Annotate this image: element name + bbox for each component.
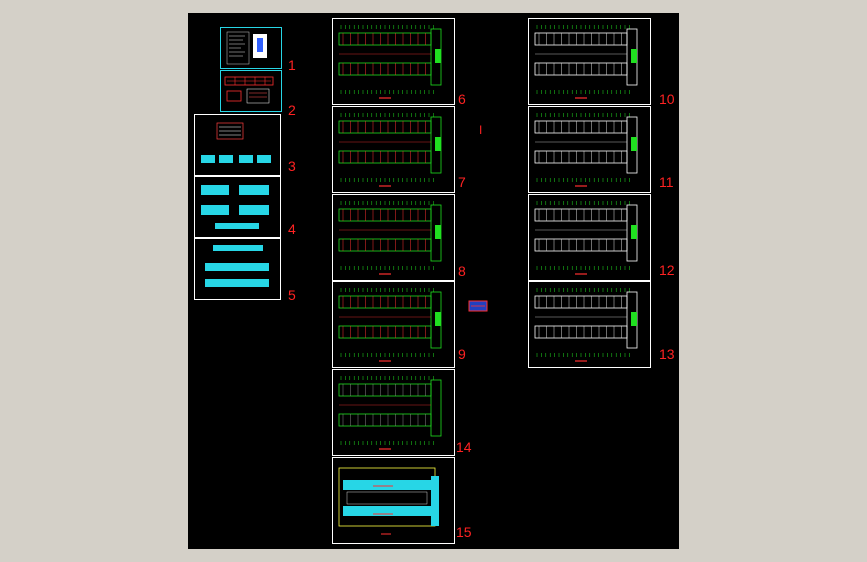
- sheet-5-elevations[interactable]: [194, 238, 281, 300]
- sheet-number-4: 4: [288, 221, 296, 237]
- sheet-number-10: 10: [659, 91, 675, 107]
- sheet-number-3: 3: [288, 158, 296, 174]
- sheet-number-7: 7: [458, 174, 466, 190]
- floor-plan-graphic: [338, 25, 442, 99]
- sheet-6-floor-plan[interactable]: [332, 18, 455, 105]
- floor-plan-graphic: [338, 467, 439, 535]
- sheet-2-notes[interactable]: [220, 70, 282, 112]
- cad-drawing-canvas[interactable]: I 1 2 3 4 5 6 7 8 9 10 11 12 13 14 15: [188, 13, 679, 549]
- sheet-number-13: 13: [659, 346, 675, 362]
- sheet-3-graphic: [201, 122, 271, 163]
- sheet-number-9: 9: [458, 346, 466, 362]
- sheet-number-12: 12: [659, 262, 675, 278]
- sheet-number-5: 5: [288, 287, 296, 303]
- sheet-15-site-plan[interactable]: [332, 457, 455, 544]
- sheet-10-floor-plan[interactable]: [528, 18, 651, 105]
- sheet-9-floor-plan[interactable]: [332, 281, 455, 368]
- floor-plan-graphic: [534, 201, 638, 275]
- center-marker: I: [479, 123, 483, 137]
- sheet-number-11: 11: [659, 174, 674, 190]
- sheet-3-details[interactable]: [194, 114, 281, 176]
- sheet-4-graphic: [201, 185, 269, 229]
- floor-plan-graphic: [338, 288, 442, 362]
- sheet-7-floor-plan[interactable]: [332, 106, 455, 193]
- sheet-number-6: 6: [458, 91, 466, 107]
- floor-plan-graphic: [534, 113, 638, 187]
- sheet-number-15: 15: [456, 524, 472, 540]
- floor-plan-graphic: [338, 376, 442, 450]
- sheet-12-floor-plan[interactable]: [528, 194, 651, 281]
- sheet-number-1: 1: [288, 57, 296, 73]
- sheet-1-graphic: [226, 31, 267, 65]
- sheet-14-roof-plan[interactable]: [332, 369, 455, 456]
- sheet-11-floor-plan[interactable]: [528, 106, 651, 193]
- sheet-number-2: 2: [288, 102, 296, 118]
- floor-plan-graphic: [534, 25, 638, 99]
- floor-plan-graphic: [338, 113, 442, 187]
- title-block-icon: [468, 300, 488, 312]
- sheet-13-floor-plan[interactable]: [528, 281, 651, 368]
- sheet-5-graphic: [205, 245, 269, 287]
- floor-plan-graphic: [338, 201, 442, 275]
- sheet-number-14: 14: [456, 439, 472, 455]
- sheet-2-graphic: [224, 76, 274, 104]
- sheet-4-sections[interactable]: [194, 176, 281, 238]
- sheet-1-cover[interactable]: [220, 27, 282, 69]
- sheet-number-8: 8: [458, 263, 466, 279]
- floor-plan-graphic: [534, 288, 638, 362]
- sheet-8-floor-plan[interactable]: [332, 194, 455, 281]
